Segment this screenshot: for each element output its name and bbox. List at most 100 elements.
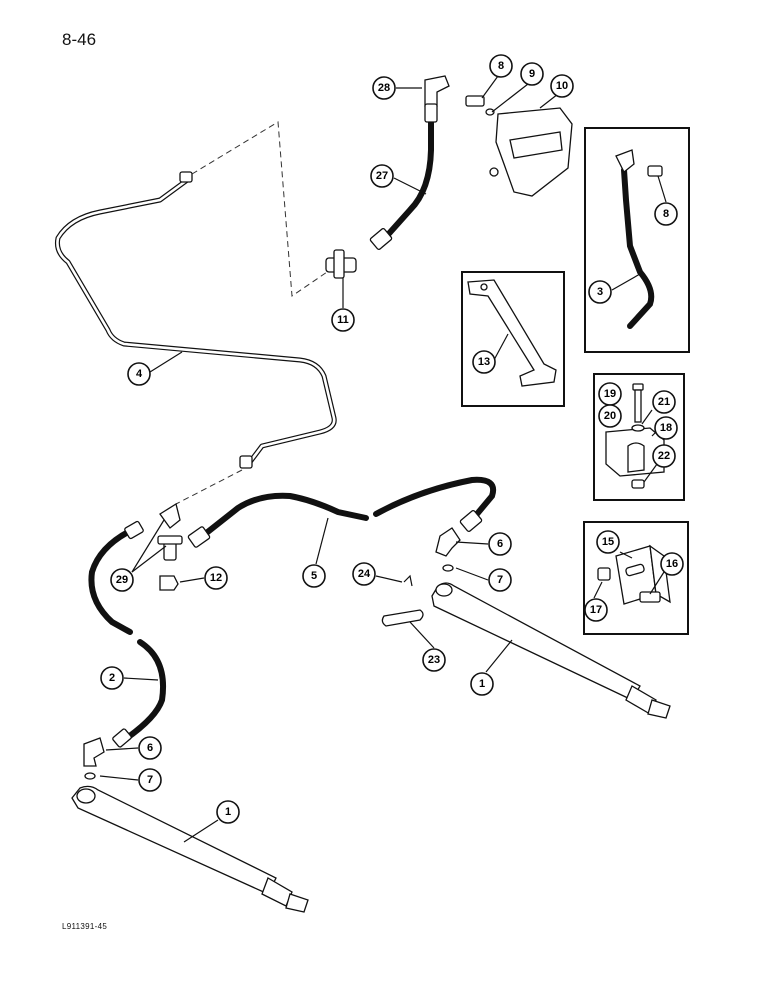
svg-text:20: 20: [604, 410, 616, 422]
callout-22: 22: [652, 444, 676, 468]
callout-8: 8: [489, 54, 513, 78]
hose-2-ferrule-bottom: [112, 728, 132, 748]
svg-text:1: 1: [225, 806, 231, 818]
svg-text:17: 17: [590, 604, 602, 616]
part-7-o-ring-left: [84, 772, 96, 780]
part-20-bolt: [632, 383, 644, 423]
callout-4: 4: [127, 362, 151, 386]
part-9-o-ring: [485, 108, 495, 116]
part-16-bolt: [639, 591, 661, 603]
part-22-nut: [631, 479, 645, 489]
svg-text:15: 15: [602, 536, 614, 548]
part-21-washer: [631, 424, 645, 432]
callout-27: 27: [370, 164, 394, 188]
part-27-hose: [382, 107, 434, 241]
part-2-hose-lower: [121, 639, 166, 743]
svg-text:22: 22: [658, 450, 670, 462]
part-24-clip: [403, 574, 413, 587]
callout-20: 20: [598, 404, 622, 428]
svg-text:19: 19: [604, 388, 616, 400]
svg-text:24: 24: [358, 568, 371, 580]
part-4-steel-tube: [55, 171, 337, 469]
callout-29: 29: [110, 568, 134, 592]
part-1-cylinder-right: [431, 582, 671, 719]
callout-15: 15: [596, 530, 620, 554]
callout-3: 3: [588, 280, 612, 304]
svg-text:21: 21: [658, 396, 670, 408]
hose-5-ferrule-right: [459, 510, 483, 532]
hose-5-ferrule-left: [187, 526, 211, 548]
callout-17: 17: [584, 598, 608, 622]
part-8-connector: [465, 95, 485, 107]
figure-code: L911391-45: [62, 922, 108, 931]
svg-text:10: 10: [556, 80, 568, 92]
part-2-hose-upper: [88, 527, 135, 635]
svg-text:7: 7: [147, 774, 153, 786]
callout-1-lower: 1: [216, 800, 240, 824]
callout-10: 10: [550, 74, 574, 98]
part-8-connector-inset: [647, 165, 663, 177]
callout-7: 7: [488, 568, 512, 592]
svg-text:2: 2: [109, 672, 115, 684]
svg-text:18: 18: [660, 422, 672, 434]
svg-text:13: 13: [478, 356, 490, 368]
hose-27-ferrule-bottom: [369, 228, 393, 250]
part-28-elbow-fitting: [424, 75, 450, 107]
hose-27-ferrule-top: [424, 103, 438, 123]
callout-5: 5: [302, 564, 326, 588]
part-29-fittings: [157, 502, 183, 561]
svg-text:23: 23: [428, 654, 440, 666]
callout-16: 16: [660, 552, 684, 576]
part-3-elbow: [615, 149, 635, 174]
part-5-hose-left: [197, 492, 369, 541]
part-12-nut: [159, 575, 179, 591]
callout-7-lower: 7: [138, 768, 162, 792]
callout-13: 13: [472, 350, 496, 374]
part-11-tee-fitting: [325, 249, 357, 279]
leader-lines: [99, 75, 667, 843]
part-7-o-ring-right: [442, 564, 454, 572]
part-3-hose: [621, 167, 655, 329]
svg-text:3: 3: [597, 286, 603, 298]
svg-text:1: 1: [479, 678, 485, 690]
part-6-elbow-right: [435, 527, 461, 557]
part-17-nut: [597, 567, 611, 581]
svg-text:28: 28: [378, 82, 390, 94]
svg-text:4: 4: [136, 368, 143, 380]
svg-text:9: 9: [529, 68, 535, 80]
callout-28: 28: [372, 76, 396, 100]
callout-11: 11: [331, 308, 355, 332]
part-5-hose-right: [373, 476, 496, 523]
svg-text:6: 6: [497, 538, 503, 550]
svg-text:5: 5: [311, 570, 317, 582]
hose-2-ferrule-top: [124, 520, 144, 540]
svg-text:8: 8: [498, 60, 504, 72]
part-23-pin: [381, 609, 424, 627]
part-18-clamp-block: [605, 427, 665, 477]
bracket-13-hole: [480, 283, 488, 291]
callout-6-lower: 6: [138, 736, 162, 760]
callout-18: 18: [654, 416, 678, 440]
tube-dashed-routing-lower: [175, 469, 243, 505]
callout-12: 12: [204, 566, 228, 590]
svg-text:6: 6: [147, 742, 153, 754]
svg-text:11: 11: [337, 314, 349, 326]
callout-2: 2: [100, 666, 124, 690]
svg-text:12: 12: [210, 572, 222, 584]
callout-23: 23: [422, 648, 446, 672]
callout-24: 24: [352, 562, 376, 586]
callout-8-inset: 8: [654, 202, 678, 226]
svg-text:16: 16: [666, 558, 678, 570]
tube-dashed-routing: [191, 121, 331, 297]
page-number: 8-46: [62, 30, 97, 49]
svg-text:27: 27: [376, 170, 388, 182]
callout-9: 9: [520, 62, 544, 86]
part-6-elbow-left: [83, 737, 105, 767]
callout-6: 6: [488, 532, 512, 556]
part-10-valve: [489, 107, 573, 197]
svg-text:29: 29: [116, 574, 128, 586]
callout-21: 21: [652, 390, 676, 414]
svg-text:7: 7: [497, 574, 503, 586]
part-1-cylinder-left: [71, 785, 309, 913]
